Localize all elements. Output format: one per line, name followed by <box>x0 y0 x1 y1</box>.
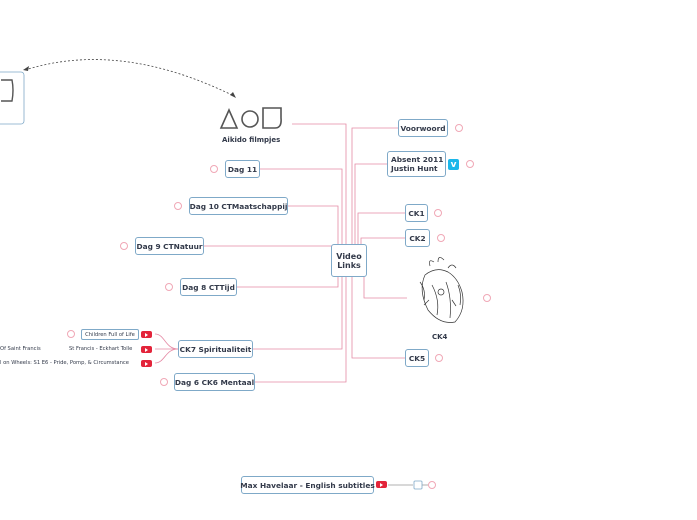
link-dag11 <box>260 168 343 260</box>
link-aikido <box>292 123 347 260</box>
relationship-arrow <box>24 59 235 97</box>
ck4-caption[interactable]: CK4 <box>432 333 448 341</box>
count-badge[interactable] <box>434 209 442 217</box>
count-badge[interactable] <box>437 234 445 242</box>
leaf-of-saint-francis[interactable]: Of Saint Francis <box>0 346 41 352</box>
count-badge[interactable] <box>120 242 128 250</box>
link-dag6 <box>255 262 347 383</box>
leaf-children-full-of-life[interactable]: Children Full of Life <box>81 329 139 340</box>
count-badge[interactable] <box>67 330 75 338</box>
link-dag10 <box>288 205 339 260</box>
link-ck7-child3 <box>154 348 179 364</box>
collapsed-node <box>413 480 423 490</box>
node-dag-11[interactable]: Dag 11 <box>225 160 260 178</box>
node-dag-6[interactable]: Dag 6 CK6 Mentaal <box>174 373 255 391</box>
link-ck5 <box>351 262 405 359</box>
link-absent <box>354 163 387 260</box>
link-ck7-child1 <box>154 333 179 350</box>
leaf-st-francis-tolle[interactable]: St Francis - Eckhart Tolle <box>69 346 133 352</box>
node-ck5[interactable]: CK5 <box>405 349 429 367</box>
aikido-caption: Aikido filmpjes <box>222 136 281 144</box>
youtube-play-icon[interactable] <box>376 481 387 488</box>
youtube-play-icon[interactable] <box>141 346 152 353</box>
count-badge[interactable] <box>483 294 491 302</box>
link-ck2 <box>360 237 405 260</box>
youtube-play-icon[interactable] <box>141 360 152 367</box>
link-dag8 <box>237 262 339 288</box>
count-badge[interactable] <box>160 378 168 386</box>
node-voorwoord[interactable]: Voorwoord <box>398 119 448 137</box>
leaf-on-wheels[interactable]: l on Wheels: S1 E6 - Pride, Pomp, & Circ… <box>0 360 129 366</box>
node-absent-2011[interactable]: Absent 2011 Justin Hunt <box>387 151 446 177</box>
heart-illustration <box>419 257 464 323</box>
central-label-2: Links <box>337 260 361 270</box>
arrowhead-right <box>230 92 236 98</box>
node-dag-10[interactable]: Dag 10 CTMaatschappij <box>189 197 288 215</box>
absent-label-1: Absent 2011 <box>391 155 444 164</box>
node-ck1[interactable]: CK1 <box>405 204 428 222</box>
node-ck7[interactable]: CK7 Spiritualiteit <box>178 340 253 358</box>
count-badge[interactable] <box>455 124 463 132</box>
node-max-havelaar[interactable]: Max Havelaar - English subtitles <box>240 476 375 494</box>
node-dag-8[interactable]: Dag 8 CTTijd <box>180 278 237 296</box>
arrowhead-left <box>23 66 29 71</box>
vimeo-icon[interactable]: v <box>448 159 459 170</box>
central-label-1: Video <box>336 251 362 261</box>
node-dag-9[interactable]: Dag 9 CTNatuur <box>135 237 204 255</box>
count-badge[interactable] <box>174 202 182 210</box>
count-badge[interactable] <box>428 481 436 489</box>
link-voorwoord <box>351 127 398 260</box>
count-badge[interactable] <box>210 165 218 173</box>
link-ck7 <box>253 262 343 350</box>
link-ck4 <box>363 262 407 299</box>
count-badge[interactable] <box>435 354 443 362</box>
youtube-play-icon[interactable] <box>141 331 152 338</box>
count-badge[interactable] <box>165 283 173 291</box>
aikido-logo <box>219 107 282 129</box>
absent-label-2: Justin Hunt <box>391 164 438 173</box>
node-ck2[interactable]: CK2 <box>405 229 430 247</box>
central-topic[interactable]: Video Links <box>331 244 367 277</box>
count-badge[interactable] <box>466 160 474 168</box>
